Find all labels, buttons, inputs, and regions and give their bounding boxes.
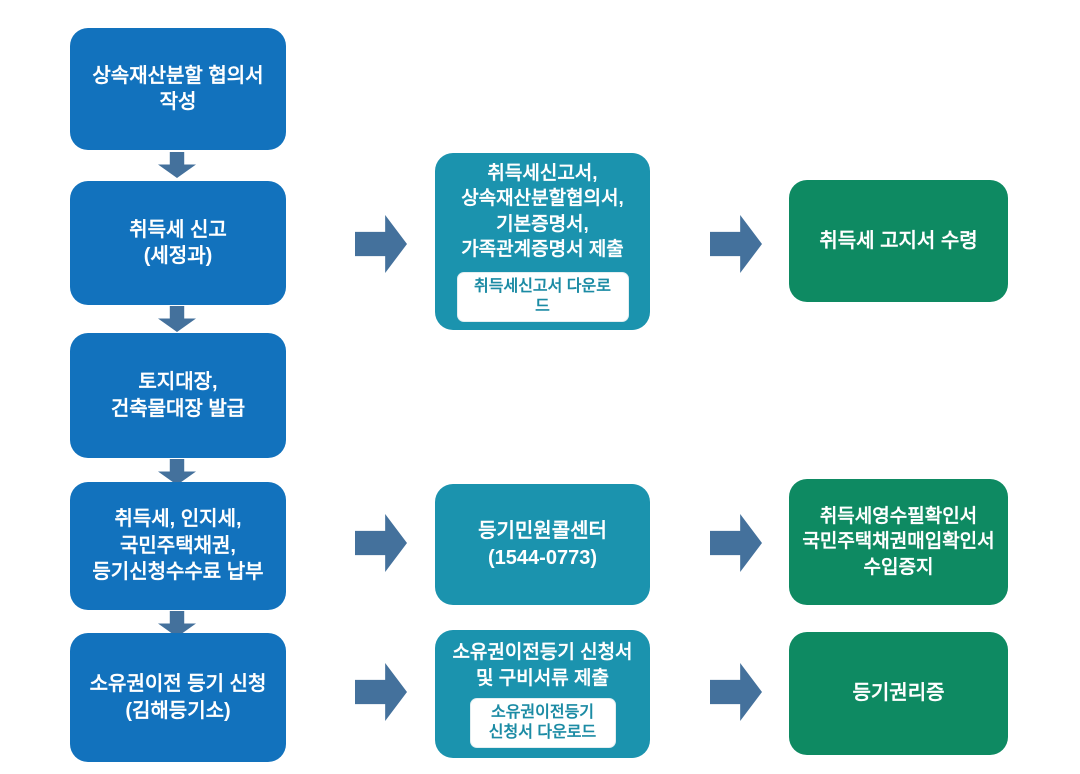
result-node-label: 등기권리증 bbox=[852, 682, 945, 705]
ownership-transfer-form-download-button[interactable]: 소유권이전등기 신청서 다운로드 bbox=[469, 697, 616, 748]
right-arrow-icon bbox=[355, 215, 407, 273]
down-arrow-icon bbox=[158, 152, 196, 178]
process-step-label: 소유권이전 등기 신청 (김해등기소) bbox=[89, 673, 267, 722]
detail-node-acquisition-tax-documents: 취득세신고서, 상속재산분할협의서, 기본증명서, 가족관계증명서 제출 취득세… bbox=[435, 153, 650, 330]
result-node-acquisition-tax-bill: 취득세 고지서 수령 bbox=[789, 180, 1008, 302]
result-node-registration-certificate: 등기권리증 bbox=[789, 632, 1008, 755]
process-step-ownership-transfer-application: 소유권이전 등기 신청 (김해등기소) bbox=[70, 633, 286, 762]
process-step-tax-and-fee-payment: 취득세, 인지세, 국민주택채권, 등기신청수수료 납부 bbox=[70, 482, 286, 610]
right-arrow-icon bbox=[710, 514, 762, 572]
right-arrow-icon bbox=[355, 514, 407, 572]
detail-node-label: 취득세신고서, 상속재산분할협의서, 기본증명서, 가족관계증명서 제출 bbox=[461, 163, 624, 260]
right-arrow-icon bbox=[710, 663, 762, 721]
process-step-label: 취득세, 인지세, 국민주택채권, 등기신청수수료 납부 bbox=[92, 508, 264, 584]
down-arrow-icon bbox=[158, 306, 196, 332]
result-node-label: 취득세영수필확인서 국민주택채권매입확인서 수입증지 bbox=[802, 506, 995, 578]
acquisition-tax-form-download-button[interactable]: 취득세신고서 다운로드 bbox=[456, 271, 629, 322]
detail-node-label: 등기민원콜센터 (1544-0773) bbox=[478, 520, 607, 569]
detail-node-label: 소유권이전등기 신청서 및 구비서류 제출 bbox=[452, 642, 633, 689]
process-step-land-building-register: 토지대장, 건축물대장 발급 bbox=[70, 333, 286, 458]
detail-node-registry-call-center: 등기민원콜센터 (1544-0773) bbox=[435, 484, 650, 605]
result-node-label: 취득세 고지서 수령 bbox=[819, 229, 978, 252]
detail-node-ownership-transfer-documents: 소유권이전등기 신청서 및 구비서류 제출 소유권이전등기 신청서 다운로드 bbox=[435, 630, 650, 758]
right-arrow-icon bbox=[710, 215, 762, 273]
process-step-label: 취득세 신고 (세정과) bbox=[129, 218, 227, 267]
result-node-payment-confirmations: 취득세영수필확인서 국민주택채권매입확인서 수입증지 bbox=[789, 479, 1008, 605]
process-step-acquisition-tax-report: 취득세 신고 (세정과) bbox=[70, 181, 286, 305]
process-step-label: 상속재산분할 협의서 작성 bbox=[92, 64, 264, 113]
process-step-label: 토지대장, 건축물대장 발급 bbox=[110, 371, 246, 420]
process-step-draft-inheritance-agreement: 상속재산분할 협의서 작성 bbox=[70, 28, 286, 150]
right-arrow-icon bbox=[355, 663, 407, 721]
